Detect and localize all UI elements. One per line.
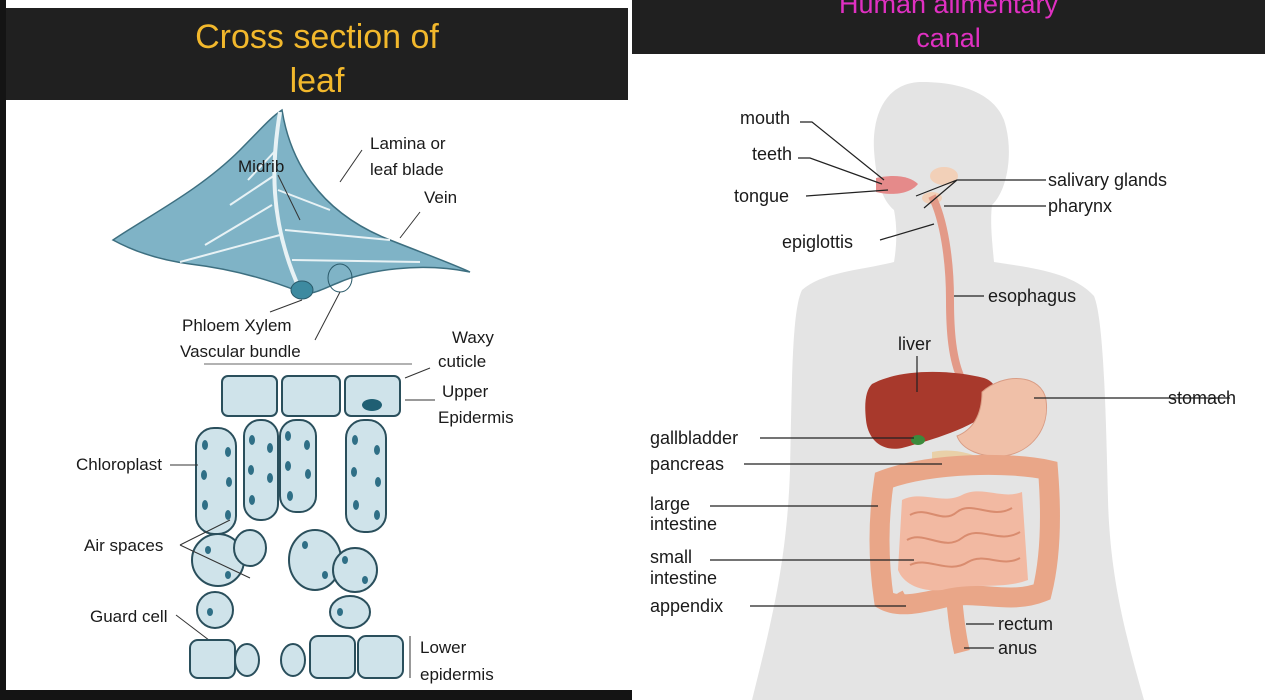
label-large-2: intestine [650,514,717,534]
lower-cell [310,636,355,678]
label-cuticle: cuticle [438,352,486,371]
spongy-cell [289,530,341,590]
label-pharynx: pharynx [1048,196,1112,216]
epidermis-cell [282,376,340,416]
small-intestine [898,491,1028,590]
label-gallbladder: gallbladder [650,428,738,448]
leaf-vascular-bundle [291,281,313,299]
guard-cell [281,644,305,676]
lamina-pointer [340,150,362,182]
gut-title-line1: Human alimentary [632,0,1265,18]
spongy-cell [234,530,266,566]
label-large-1: large [650,494,690,514]
label-small-1: small [650,547,692,567]
label-small-2: intestine [650,568,717,588]
label-salivary-glands: salivary glands [1048,170,1167,190]
tongue-leader [806,190,888,196]
spongy-cell [333,548,377,592]
label-anus: anus [998,638,1037,658]
alimentary-diagram: mouth teeth tongue epiglottis salivary g… [632,0,1265,700]
vein-pointer [400,212,420,238]
gallbladder-organ [911,435,925,445]
palisade-layer [196,420,386,534]
xylem-pointer [315,292,340,340]
label-lamina-2: leaf blade [370,160,444,179]
label-mouth: mouth [740,108,790,128]
mouth-leader [800,122,884,180]
gut-title-line2: canal [632,25,1265,52]
phloem-pointer [270,300,302,312]
spongy-cell [197,592,233,628]
label-teeth: teeth [752,144,792,164]
lower-cell [358,636,403,678]
label-midrib: Midrib [238,157,284,176]
leaf-slide: Cross section of leaf [0,0,632,700]
spongy-layer [192,530,377,628]
palisade-cell [346,420,386,532]
label-air-spaces: Air spaces [84,536,163,555]
rectum-organ [954,596,962,652]
label-lamina-1: Lamina or [370,134,446,153]
label-epiglottis: epiglottis [782,232,853,252]
label-epidermis: Epidermis [438,408,514,427]
label-vascular-bundle: Vascular bundle [180,342,301,361]
label-upper: Upper [442,382,489,401]
leaf-bottom-bar [0,690,632,700]
label-liver: liver [898,334,931,354]
label-appendix: appendix [650,596,723,616]
lower-epidermis [190,636,403,678]
label-rectum: rectum [998,614,1053,634]
guard-cell [235,644,259,676]
label-esophagus: esophagus [988,286,1076,306]
label-waxy: Waxy [452,328,494,347]
label-guard-cell: Guard cell [90,607,167,626]
leaf-diagram: Midrib Lamina or leaf blade Vein Phloem … [0,0,632,700]
label-stomach: stomach [1168,388,1236,408]
cuticle-pointer [405,368,430,378]
label-lower-epidermis: epidermis [420,665,494,684]
gut-slide: mouth teeth tongue epiglottis salivary g… [632,0,1265,700]
label-vein: Vein [424,188,457,207]
label-phloem-xylem: Phloem Xylem [182,316,292,335]
lower-cell [190,640,235,678]
spongy-cell [330,596,370,628]
teeth-leader [798,158,882,184]
label-lower: Lower [420,638,467,657]
label-chloroplast: Chloroplast [76,455,162,474]
label-pancreas: pancreas [650,454,724,474]
label-tongue: tongue [734,186,789,206]
epidermis-cell [222,376,277,416]
epidermis-nucleus [362,399,382,411]
